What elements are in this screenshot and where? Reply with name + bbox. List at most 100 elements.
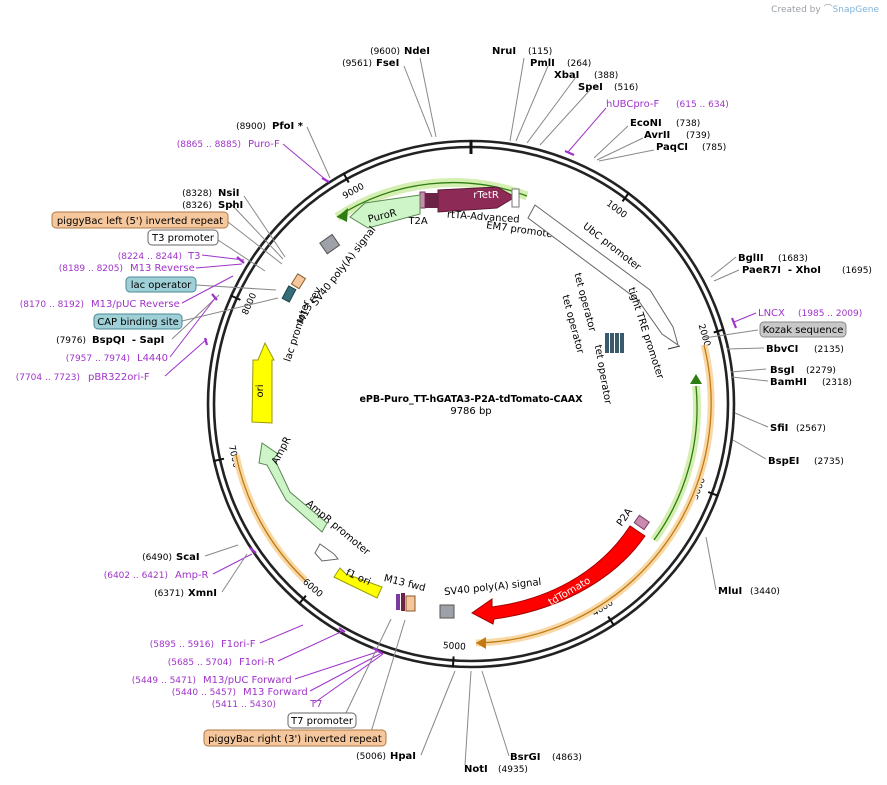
enzyme-bspqi-sapi[interactable]: BspQI - SapI <box>92 335 164 346</box>
enzyme-bspqi-pos: (7976) <box>56 336 86 346</box>
primer-mark-purof <box>321 177 330 183</box>
leader-avrii <box>596 137 644 161</box>
leader-kozak <box>703 329 759 339</box>
cap-site-box <box>281 285 297 303</box>
leader-l4440 <box>169 296 217 358</box>
feature-t3-promoter[interactable]: T3 promoter <box>151 233 215 244</box>
enzyme-paqci[interactable]: PaqCI <box>656 142 688 153</box>
enzyme-econi[interactable]: EcoNI <box>630 118 662 129</box>
enzyme-econi-pos: (738) <box>676 119 700 129</box>
enzyme-pmli[interactable]: PmlI <box>530 58 555 69</box>
lac-promoter-label: lac promoter <box>283 298 314 363</box>
primer-m13-forward[interactable]: M13 Forward <box>243 687 308 698</box>
enzyme-bsrgi-pos: (4863) <box>552 753 582 763</box>
box-t7-promoter <box>287 712 357 729</box>
primer-hubcpro-f-pos: (615 .. 634) <box>676 100 729 110</box>
enzyme-hpai[interactable]: HpaI <box>390 751 416 762</box>
enzyme-spei[interactable]: SpeI <box>578 82 603 93</box>
enzyme-xmni[interactable]: XmnI <box>188 588 217 599</box>
primer-m13-reverse-pos: (8189 .. 8205) <box>59 264 123 274</box>
primer-m13puc-forward[interactable]: M13/pUC Forward <box>203 675 292 686</box>
primer-mark-hubcpro <box>564 149 575 157</box>
m13-fwd-hatch <box>401 593 405 611</box>
leader-hpai <box>420 670 456 756</box>
primer-pbr322ori-f[interactable]: pBR322ori-F <box>88 372 150 383</box>
primer-m13-reverse[interactable]: M13 Reverse <box>130 263 195 274</box>
enzyme-scai[interactable]: ScaI <box>176 552 200 563</box>
leader-bspqi <box>171 294 220 340</box>
enzyme-nsii[interactable]: NsiI <box>218 188 239 199</box>
leader-bglii <box>710 256 737 278</box>
box-lac-operator <box>125 276 197 293</box>
leader-bamhi <box>731 376 769 382</box>
leader-bsrgi <box>481 670 510 757</box>
enzyme-nrui[interactable]: NruI <box>492 46 516 57</box>
enzyme-bsrgi[interactable]: BsrGI <box>510 752 540 763</box>
primer-lncx[interactable]: LNCX <box>758 308 785 319</box>
enzyme-fsei[interactable]: FseI <box>376 58 399 69</box>
feature-piggybac-right[interactable]: piggyBac right (3') inverted repeat <box>208 734 382 745</box>
enzyme-paqci-pos: (785) <box>702 143 726 153</box>
feature-kozak[interactable]: Kozak sequence <box>763 325 844 336</box>
enzyme-mlui[interactable]: MluI <box>718 586 742 597</box>
tet-op-box-2 <box>610 333 614 353</box>
leader-xmni <box>221 553 248 593</box>
primer-t3-pos: (8224 .. 8244) <box>118 252 182 262</box>
leader-t3 <box>201 254 245 261</box>
primer-t7[interactable]: T7 <box>309 699 322 710</box>
primer-f1ori-r[interactable]: F1ori-R <box>239 657 275 668</box>
enzyme-pfoi[interactable]: PfoI * <box>272 121 304 132</box>
feature-cap-binding-site[interactable]: CAP binding site <box>97 317 179 328</box>
leader-bspei <box>732 439 767 460</box>
tick-label-2000: 2000 <box>696 323 712 348</box>
enzyme-avrii[interactable]: AvrII <box>644 130 670 141</box>
tick-2000 <box>713 328 725 334</box>
feature-t7-promoter[interactable]: T7 promoter <box>290 716 354 727</box>
leader-piggybac-left <box>227 221 283 265</box>
leader-paqci <box>598 149 655 162</box>
enzyme-pmli-pos: (264) <box>567 59 591 69</box>
enzyme-xbai[interactable]: XbaI <box>554 70 579 81</box>
enzyme-bbvci[interactable]: BbvCI <box>766 344 798 355</box>
enzyme-bamhi-pos: (2318) <box>822 378 852 388</box>
leader-t7 <box>313 653 384 704</box>
tick-label-1000: 1000 <box>604 199 629 221</box>
enzyme-pfoi-pos: (8900) <box>236 122 266 132</box>
feature-lac-operator[interactable]: lac operator <box>131 280 192 291</box>
primer-pbr322ori-f-pos: (7704 .. 7723) <box>16 373 80 383</box>
tet-op-box-4 <box>620 333 624 353</box>
enzyme-noti[interactable]: NotI <box>464 764 488 775</box>
enzyme-bspei[interactable]: BspEI <box>768 456 799 467</box>
enzyme-bamhi[interactable]: BamHI <box>770 377 807 388</box>
em7-promoter-box <box>511 188 520 208</box>
primer-amp-r[interactable]: Amp-R <box>175 570 209 581</box>
primer-puro-f[interactable]: Puro-F <box>248 139 280 150</box>
enzyme-bglii[interactable]: BglII <box>738 253 764 264</box>
enzyme-bsgi[interactable]: BsgI <box>770 365 794 376</box>
primer-hubcpro-f[interactable]: hUBCpro-F <box>606 99 659 110</box>
enzyme-sphi[interactable]: SphI <box>218 200 243 211</box>
enzyme-ndei[interactable]: NdeI <box>404 46 430 57</box>
tet-operator-label-3: tet operator <box>592 344 613 406</box>
t7-promoter-box <box>405 595 416 612</box>
f1-ori-arrow <box>333 567 383 599</box>
leader-nsii <box>243 195 286 258</box>
primer-l4440[interactable]: L4440 <box>137 353 168 364</box>
enzyme-paer7i-xhoi[interactable]: PaeR7I - XhoI <box>742 265 821 276</box>
ubc-promoter-arrow <box>527 204 679 347</box>
primer-puro-f-pos: (8865 .. 8885) <box>177 140 241 150</box>
box-piggybac-left <box>51 211 229 229</box>
leader-hubcpro <box>567 107 607 153</box>
enzyme-spei-pos: (516) <box>614 83 638 93</box>
primer-t3[interactable]: T3 <box>187 251 200 262</box>
primer-m13puc-reverse[interactable]: M13/pUC Reverse <box>91 299 180 310</box>
leader-t7-promoter <box>344 618 392 716</box>
feature-piggybac-left[interactable]: piggyBac left (5') inverted repeat <box>57 216 223 227</box>
primer-mark-t3 <box>236 256 245 264</box>
enzyme-sfii[interactable]: SfiI <box>770 423 788 434</box>
rtta-hatched-box <box>425 193 438 208</box>
enzyme-noti-pos: (4935) <box>498 765 528 775</box>
primer-f1ori-f[interactable]: F1ori-F <box>221 639 256 650</box>
snapgene-logo-icon: ⌒ <box>823 5 833 15</box>
